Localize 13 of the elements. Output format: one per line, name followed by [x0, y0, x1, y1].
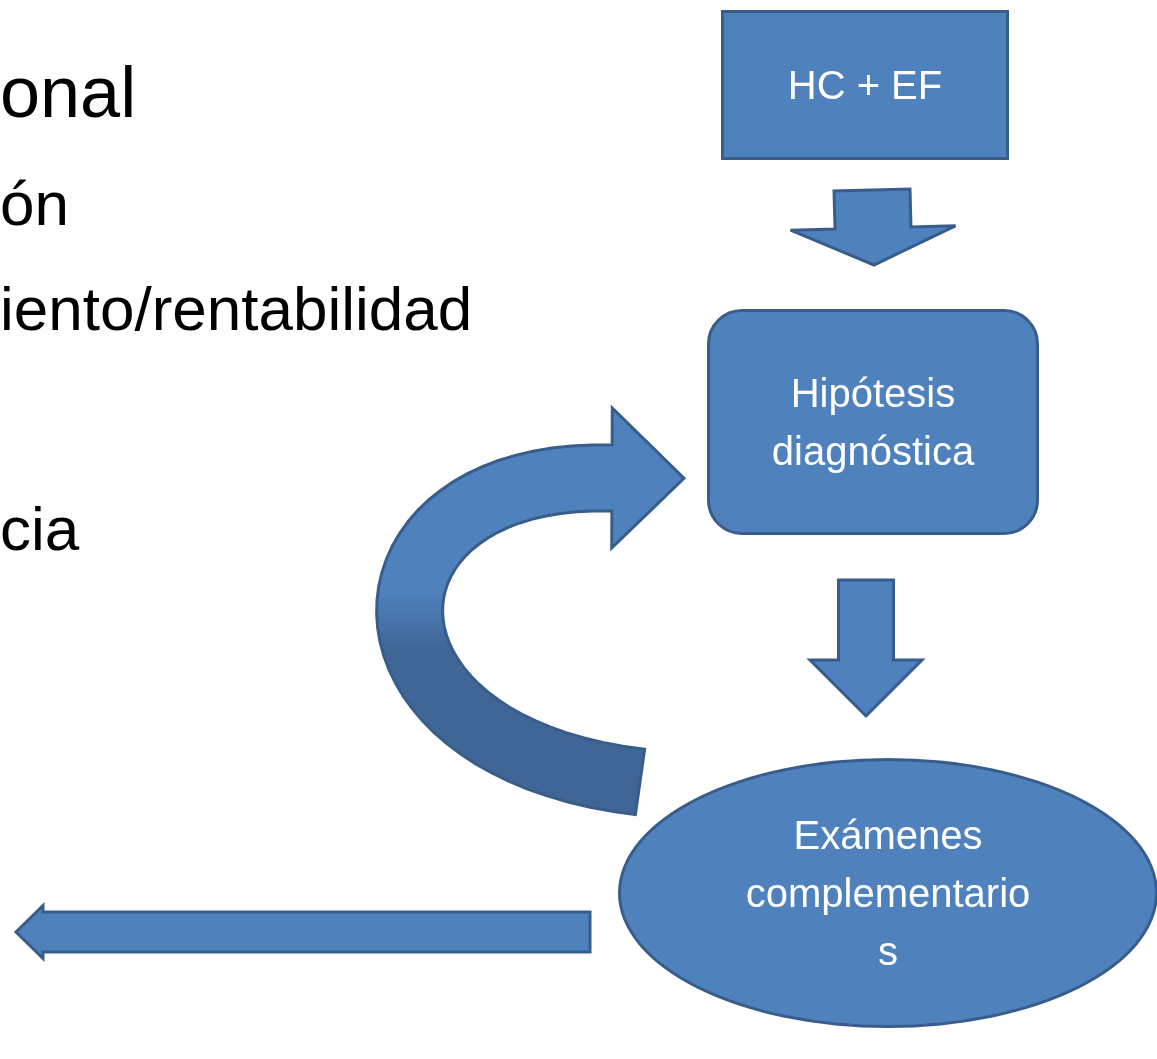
block-arrow [806, 578, 926, 719]
block-arrow [13, 901, 592, 963]
node-label: Hipótesis diagnóstica [770, 370, 976, 475]
slide-text: onal [0, 56, 137, 128]
slide-text: cia [0, 498, 80, 560]
slide-text: ón [0, 173, 69, 235]
curved-block-arrow [375, 404, 687, 817]
node-label: HC + EF [786, 62, 944, 109]
process-rounded-box [707, 309, 1039, 535]
node-label: Exámenes complementario s [744, 812, 1032, 975]
process-box [721, 10, 1009, 160]
block-arrow [789, 187, 957, 267]
slide-text: iento/rentabilidad [0, 278, 473, 340]
